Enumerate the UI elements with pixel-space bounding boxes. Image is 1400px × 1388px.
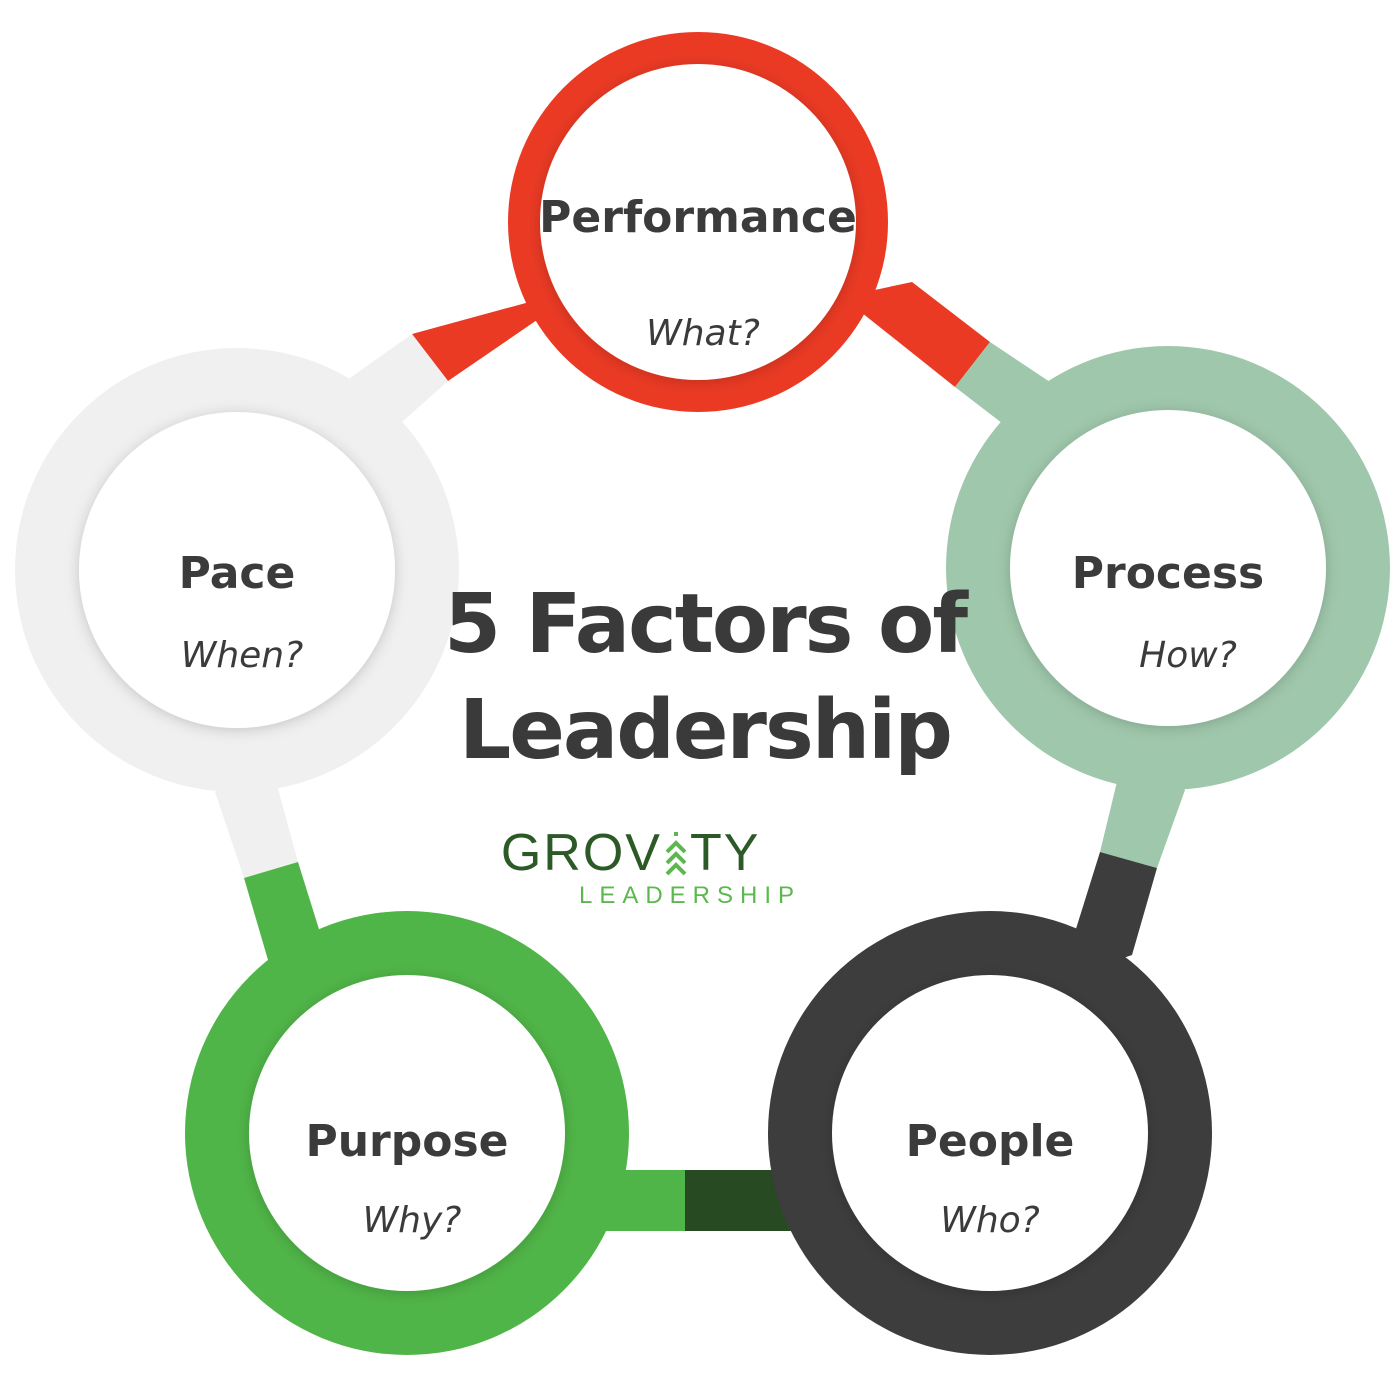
logo-arrows-icon xyxy=(665,832,687,876)
factor-title-process: Process xyxy=(1072,548,1264,599)
logo-name-right: TY xyxy=(690,824,760,882)
factor-circle-process xyxy=(1010,410,1326,726)
logo-name-left: GROV xyxy=(501,824,662,882)
center-title-line-2: Leadership xyxy=(459,683,951,778)
factor-title-performance: Performance xyxy=(539,192,857,243)
factor-question-pace: When? xyxy=(181,635,303,676)
factor-circle-performance xyxy=(540,64,856,380)
factor-question-purpose: Why? xyxy=(363,1200,462,1241)
logo-tagline: LEADERSHIP xyxy=(579,882,801,909)
factor-circle-pace xyxy=(79,412,395,728)
factor-question-people: Who? xyxy=(940,1200,1040,1241)
factor-title-people: People xyxy=(906,1116,1075,1167)
grovity-logo: GROV TY LEADERSHIP xyxy=(501,824,801,909)
factor-title-pace: Pace xyxy=(179,548,296,599)
factor-circle-purpose xyxy=(249,975,565,1291)
connector-performance-red-right xyxy=(842,282,990,387)
center-title-group: 5 Factors of Leadership xyxy=(444,577,971,778)
factor-question-process: How? xyxy=(1139,635,1237,676)
center-title-line-1: 5 Factors of xyxy=(444,577,969,672)
factor-title-purpose: Purpose xyxy=(305,1116,508,1167)
factor-question-performance: What? xyxy=(646,313,760,354)
connector-process-green-right xyxy=(1100,728,1185,868)
factor-circle-people xyxy=(832,975,1148,1291)
